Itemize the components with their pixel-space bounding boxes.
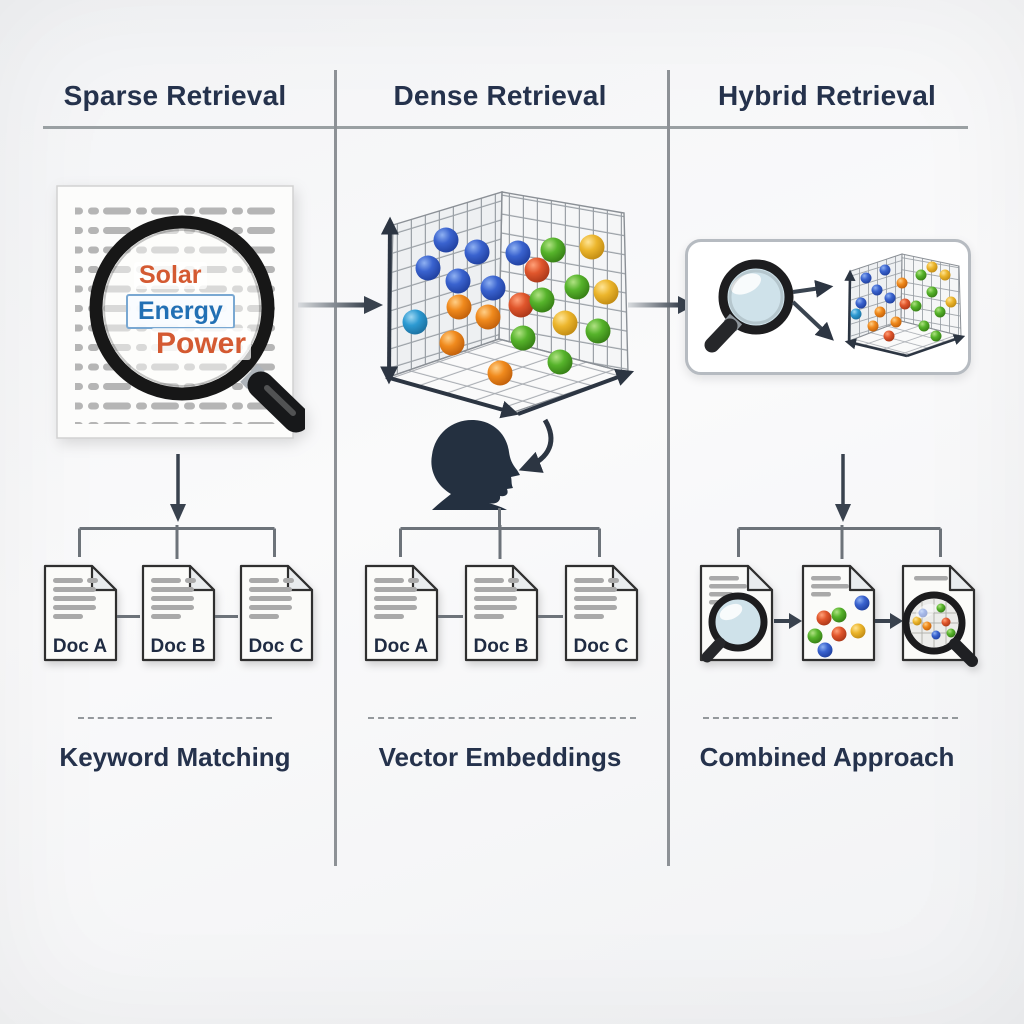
keyword-solar: Solar bbox=[134, 262, 207, 289]
doc-label: Doc C bbox=[574, 636, 629, 657]
axis-arrows bbox=[380, 216, 635, 419]
doc-label: Doc C bbox=[249, 636, 304, 657]
doc-icon: Doc B bbox=[140, 563, 218, 663]
header-rule bbox=[43, 126, 968, 129]
footer-separator bbox=[368, 717, 636, 719]
branch-connector bbox=[78, 525, 276, 559]
doc-connector bbox=[538, 615, 563, 618]
doc-connector bbox=[215, 615, 238, 618]
doc-label: Doc A bbox=[374, 636, 428, 657]
right-arrow-icon bbox=[875, 613, 903, 629]
doc-icon: Doc C bbox=[238, 563, 316, 663]
magnifier-icon bbox=[704, 259, 794, 353]
doc-with-magnifier-icon bbox=[698, 563, 776, 663]
doc-icon: Doc B bbox=[463, 563, 541, 663]
hybrid-combination-panel bbox=[685, 239, 971, 375]
keyword-energy: Energy bbox=[126, 294, 235, 329]
doc-icon: Doc A bbox=[363, 563, 441, 663]
doc-label: Doc B bbox=[474, 636, 529, 657]
vector-space-cube-icon bbox=[844, 253, 966, 358]
footer-separator bbox=[703, 717, 958, 719]
down-arrow-icon bbox=[835, 454, 851, 522]
technique-label-hybrid: Combined Approach bbox=[699, 742, 955, 772]
sparse-document-illustration bbox=[55, 182, 305, 450]
user-head-icon bbox=[431, 418, 554, 510]
doc-connector bbox=[117, 615, 140, 618]
column-divider-right bbox=[667, 70, 670, 866]
right-arrow-icon bbox=[774, 613, 802, 629]
doc-label: Doc A bbox=[53, 636, 107, 657]
technique-label-sparse: Keyword Matching bbox=[59, 742, 291, 772]
column-header-sparse: Sparse Retrieval bbox=[63, 80, 287, 111]
column-header-dense: Dense Retrieval bbox=[393, 80, 607, 111]
curved-arrow-icon bbox=[518, 418, 554, 473]
embedding-points bbox=[402, 227, 619, 386]
right-arrow-icon bbox=[298, 296, 383, 314]
head-connector-line bbox=[498, 508, 501, 528]
down-arrow-icon bbox=[170, 454, 186, 522]
column-header-hybrid: Hybrid Retrieval bbox=[718, 80, 936, 111]
doc-label: Doc B bbox=[151, 636, 206, 657]
branch-connector bbox=[737, 525, 942, 559]
technique-label-dense: Vector Embeddings bbox=[378, 742, 622, 772]
doc-icon: Doc A bbox=[42, 563, 120, 663]
doc-with-embeddings-icon bbox=[800, 563, 878, 663]
footer-separator bbox=[78, 717, 272, 719]
doc-connector bbox=[438, 615, 463, 618]
vector-space-cube-icon bbox=[380, 191, 635, 419]
keyword-power: Power bbox=[151, 327, 252, 361]
branch-connector bbox=[399, 525, 601, 559]
doc-with-magnifier-embeddings-icon bbox=[900, 563, 982, 667]
merge-arrows bbox=[791, 279, 834, 341]
doc-icon: Doc C bbox=[563, 563, 641, 663]
column-divider-left bbox=[334, 70, 337, 866]
